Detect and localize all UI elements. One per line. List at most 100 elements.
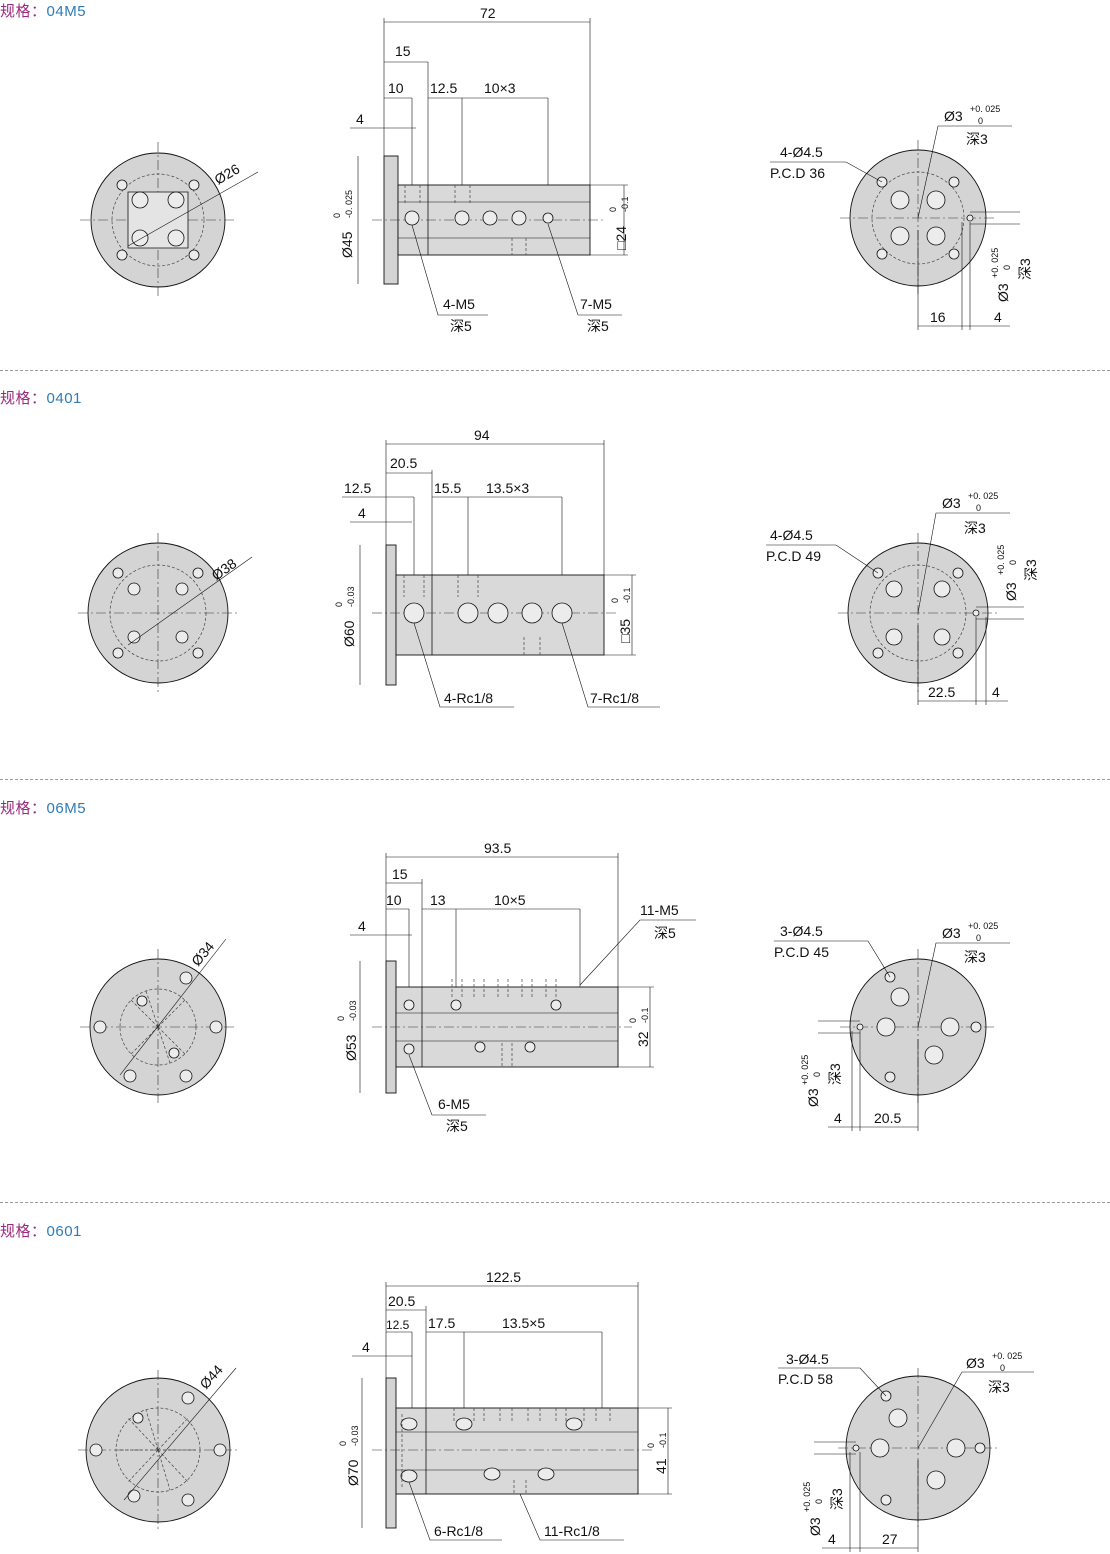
rear-pin2-tol-top: +0. 025	[990, 248, 1000, 278]
front-view: Ø38	[78, 533, 253, 693]
dim-flange: 4	[358, 918, 366, 934]
rear-holes: 3-Ø4.5	[780, 923, 823, 939]
front-view: Ø26	[80, 142, 259, 298]
spec-value: 0401	[46, 390, 82, 407]
dim-flange-dia: Ø60	[341, 620, 357, 647]
dim-square-tol-top: 0	[628, 1018, 638, 1023]
section-0601: 规格：0601 Ø44 122.5 20.	[0, 1218, 1110, 1554]
spec-heading: 规格：06M5	[0, 797, 86, 818]
dim-d1: 15	[392, 866, 408, 882]
port-a-label: 6-M5	[438, 1096, 470, 1112]
rear-pin-tol-bot: 0	[976, 933, 981, 943]
rear-pin2: Ø3	[807, 1517, 823, 1536]
dim-d1: 20.5	[388, 1293, 415, 1309]
rear-pin: Ø3	[944, 108, 963, 124]
drawing-04m5: Ø26 72 15 10 12.5 10×3 4	[80, 5, 1033, 334]
rear-offset: 22.5	[928, 684, 955, 700]
port-a-depth: 深5	[446, 1118, 468, 1134]
rear-offset: 27	[882, 1531, 898, 1547]
dim-flange: 4	[358, 505, 366, 521]
dim-d3: 12.5	[430, 80, 457, 96]
dim-d1: 15	[395, 43, 411, 59]
port-b-label: 11-Rc1/8	[544, 1523, 600, 1539]
rear-pin-depth: 深3	[966, 131, 988, 147]
port-b-label: 11-M5	[640, 902, 679, 918]
dim-pitch: 13.5×3	[486, 480, 529, 496]
rear-pin2-depth: 深3	[827, 1063, 843, 1085]
section-divider	[0, 1202, 1110, 1203]
front-view: Ø44	[78, 1361, 238, 1530]
rear-pin-tol-bot: 0	[978, 116, 983, 126]
rear-pin2-tol-top: +0. 025	[802, 1482, 812, 1512]
dim-flange-tol-top: 0	[336, 1016, 346, 1021]
dim-flange-dia: Ø45	[339, 231, 355, 258]
spec-heading: 规格：04M5	[0, 0, 86, 21]
rear-pin2-tol-bot: 0	[814, 1499, 824, 1504]
drawing-0601: Ø44 122.5 20.5 12.5 17.5 13.5×5 4	[78, 1269, 1034, 1552]
port-b-depth: 深5	[654, 925, 676, 941]
dim-d3: 17.5	[428, 1315, 455, 1331]
dim-flange-tol-top: 0	[334, 602, 344, 607]
side-view: 72 15 10 12.5 10×3 4 Ø45 0 -0. 025 □24 0…	[332, 5, 630, 334]
dim-flange-tol-top: 0	[338, 1441, 348, 1446]
side-view: 122.5 20.5 12.5 17.5 13.5×5 4 Ø70 0 -0.0…	[338, 1269, 672, 1541]
rear-pin2-tol-bot: 0	[812, 1072, 822, 1077]
rear-edge: 4	[994, 309, 1002, 325]
dim-flange-dia: Ø70	[345, 1459, 361, 1486]
dim-square: 41	[653, 1458, 669, 1474]
rear-pin-tol-top: +0. 025	[968, 921, 998, 931]
spec-label: 规格：	[0, 800, 47, 817]
rear-pin2: Ø3	[1003, 582, 1019, 601]
dim-overall: 72	[480, 5, 496, 21]
port-a-label: 6-Rc1/8	[434, 1523, 483, 1539]
rear-view: 3-Ø4.5 P.C.D 45 Ø3 +0. 025 0 深3 4 20.5 Ø…	[774, 921, 1010, 1131]
drawing-06m5: Ø34 93.5 15 10 13 10×5 4 Ø53	[80, 840, 1010, 1134]
section-divider	[0, 370, 1110, 371]
rear-pin-tol-top: +0. 025	[968, 491, 998, 501]
port-a-depth: 深5	[450, 318, 472, 334]
rear-pin2-depth: 深3	[1017, 258, 1033, 280]
spec-value: 04M5	[46, 3, 87, 20]
rear-pin2-tol-bot: 0	[1008, 560, 1018, 565]
rear-edge: 4	[834, 1110, 842, 1126]
rear-pin-tol-bot: 0	[1000, 1363, 1005, 1373]
dim-square-tol-bot: -0.1	[658, 1432, 668, 1448]
section-0401: 规格：0401 Ø38 94 20.5	[0, 385, 1110, 779]
spec-label: 规格：	[0, 3, 47, 20]
port-a-label: 4-M5	[443, 296, 475, 312]
dim-square-tol-bot: -0.1	[620, 196, 630, 212]
rear-pin-tol-top: +0. 025	[970, 104, 1000, 114]
rear-pin2: Ø3	[995, 283, 1011, 302]
rear-holes: 4-Ø4.5	[780, 144, 823, 160]
dim-flange-tol-bot: -0.03	[350, 1425, 360, 1446]
rear-pin-tol-top: +0. 025	[992, 1351, 1022, 1361]
port-b-label: 7-M5	[580, 296, 612, 312]
rear-pcd: P.C.D 58	[778, 1371, 833, 1387]
rear-pin-depth: 深3	[988, 1379, 1010, 1395]
dim-square-tol-top: 0	[610, 598, 620, 603]
rear-pcd: P.C.D 36	[770, 165, 825, 181]
rear-pin2-depth: 深3	[829, 1488, 845, 1510]
dim-flange-tol-bot: -0. 025	[344, 190, 354, 218]
front-diameter-label: Ø44	[196, 1361, 226, 1392]
dim-d1: 20.5	[390, 455, 417, 471]
rear-pin: Ø3	[942, 925, 961, 941]
section-04m5: 规格：04M5 Ø26	[0, 0, 1110, 370]
dim-square: □24	[613, 226, 629, 250]
dim-pitch: 10×5	[494, 892, 526, 908]
rear-holes: 4-Ø4.5	[770, 527, 813, 543]
side-view: 93.5 15 10 13 10×5 4 Ø53 0 -0.03 32 0 -0…	[336, 840, 696, 1134]
side-view: 94 20.5 12.5 15.5 13.5×3 4 Ø60 0 -0.03 □…	[334, 427, 660, 708]
rear-edge: 4	[828, 1531, 836, 1547]
dim-square-tol-top: 0	[646, 1443, 656, 1448]
port-a-label: 4-Rc1/8	[444, 690, 493, 706]
dim-flange-dia: Ø53	[343, 1034, 359, 1061]
rear-view: 4-Ø4.5 P.C.D 36 Ø3 +0. 025 0 深3 16 4 Ø3 …	[770, 104, 1033, 330]
rear-view: 4-Ø4.5 P.C.D 49 Ø3 +0. 025 0 深3 22.5 4 Ø…	[766, 491, 1039, 705]
rear-pin: Ø3	[942, 495, 961, 511]
dim-d2: 10	[388, 80, 404, 96]
rear-pin2-tol-top: +0. 025	[800, 1055, 810, 1085]
dim-flange-tol-bot: -0.03	[346, 586, 356, 607]
front-view: Ø34	[80, 938, 236, 1105]
dim-overall: 93.5	[484, 840, 511, 856]
